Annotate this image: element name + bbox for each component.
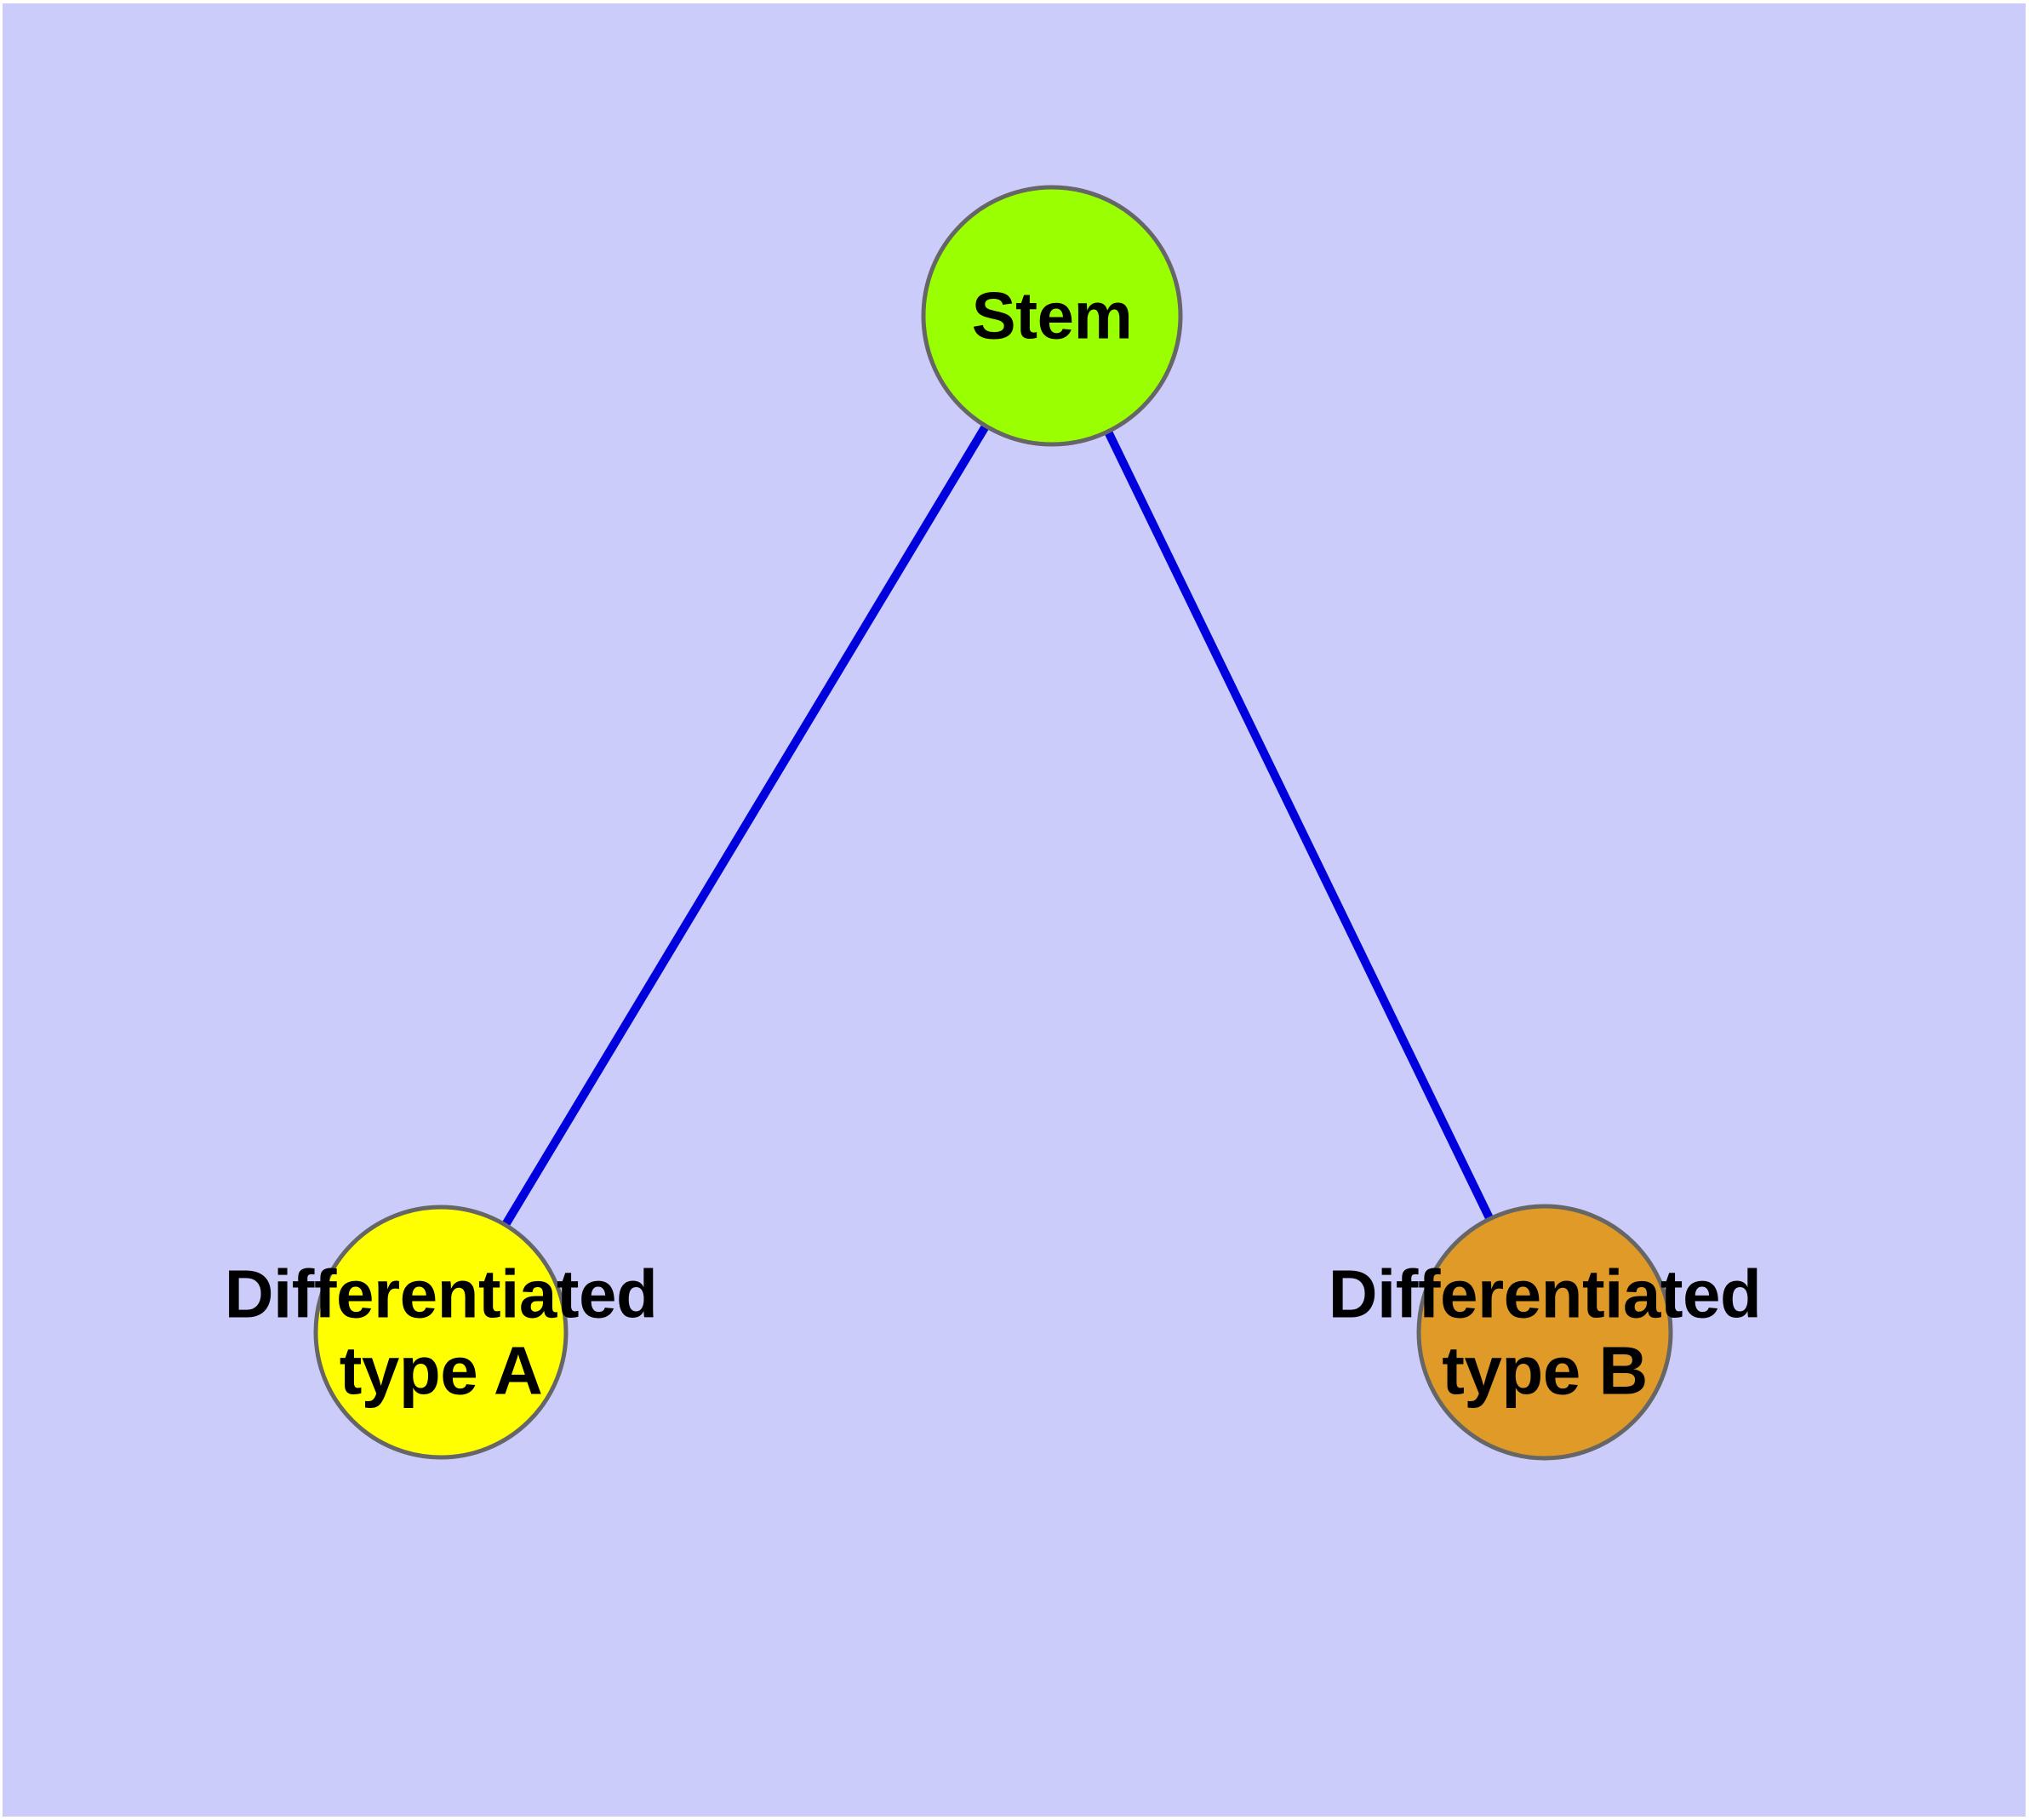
edge-stem-diff-b: [1048, 313, 1549, 1335]
node-stem[interactable]: [921, 185, 1183, 447]
edge-layer: [437, 313, 1549, 1335]
edge-stem-diff-a: [437, 313, 1056, 1335]
node-differentiated-type-b[interactable]: [1416, 1204, 1673, 1461]
node-layer: [313, 185, 1673, 1461]
node-differentiated-type-a[interactable]: [313, 1205, 569, 1460]
